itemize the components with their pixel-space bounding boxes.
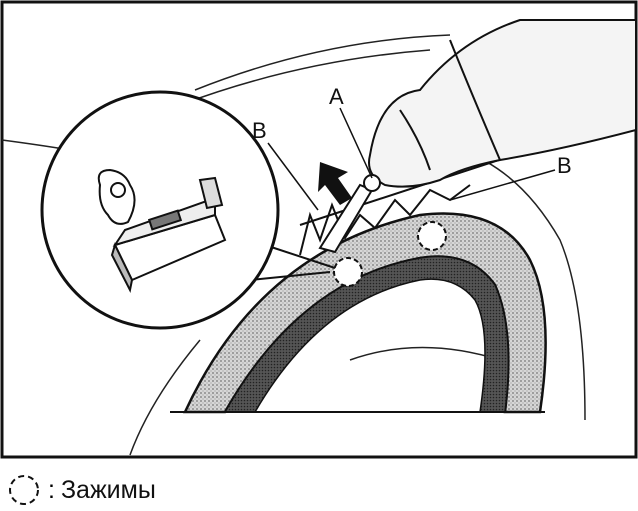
legend: : Зажимы <box>6 472 156 508</box>
magnified-clip-detail <box>40 90 336 330</box>
pry-tool <box>318 174 381 254</box>
clip-marker <box>417 221 447 251</box>
callout-b-right: B <box>557 153 572 178</box>
hand-illustration <box>368 19 637 188</box>
callout-a: A <box>329 84 344 109</box>
dashed-circle-icon <box>9 475 39 505</box>
leader-lines <box>267 107 556 211</box>
wheel-arch-liner <box>170 212 547 414</box>
direction-arrow <box>318 162 352 205</box>
callout-b-left: B <box>252 118 267 143</box>
clip-marker <box>333 257 363 287</box>
clip-markers <box>333 221 447 287</box>
legend-label: Зажимы <box>60 475 156 504</box>
legend-separator: : <box>48 475 55 504</box>
